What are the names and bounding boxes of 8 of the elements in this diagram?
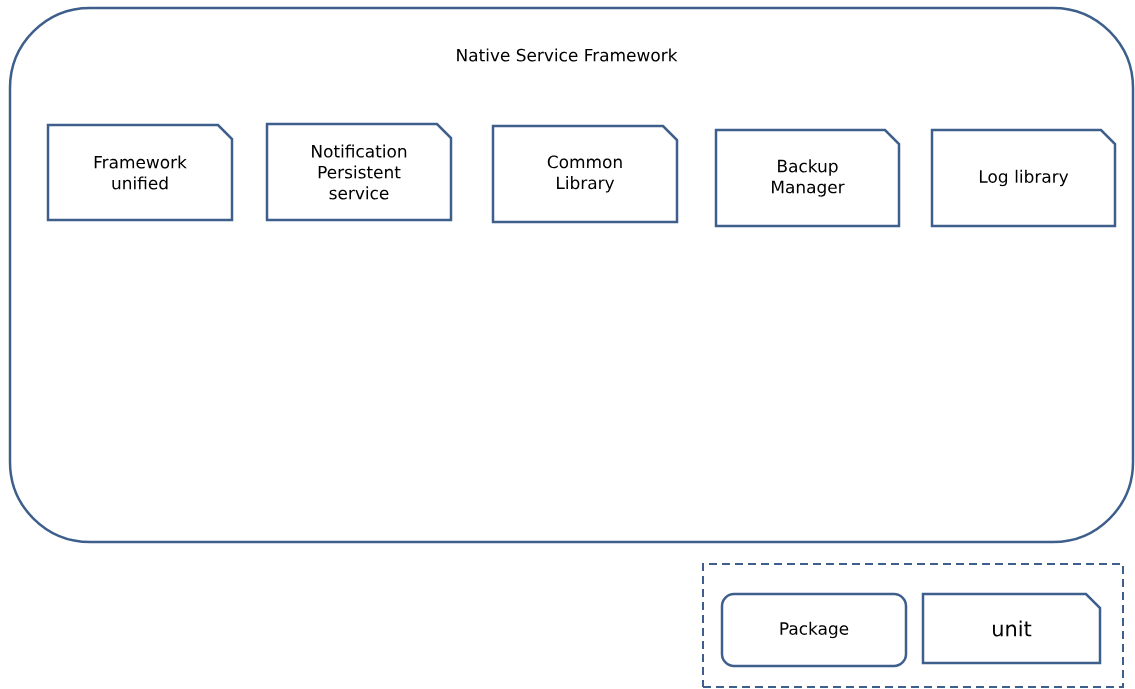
group-box (702, 563, 1124, 688)
component-box: Notification Persistent service (265, 122, 453, 222)
package-box: Package (720, 592, 908, 668)
component-box: Backup Manager (714, 128, 901, 228)
component-box: Log library (930, 128, 1117, 228)
component-box: unit (921, 592, 1102, 665)
component-box: Framework unified (46, 123, 234, 222)
component-box: Common Library (491, 124, 679, 224)
